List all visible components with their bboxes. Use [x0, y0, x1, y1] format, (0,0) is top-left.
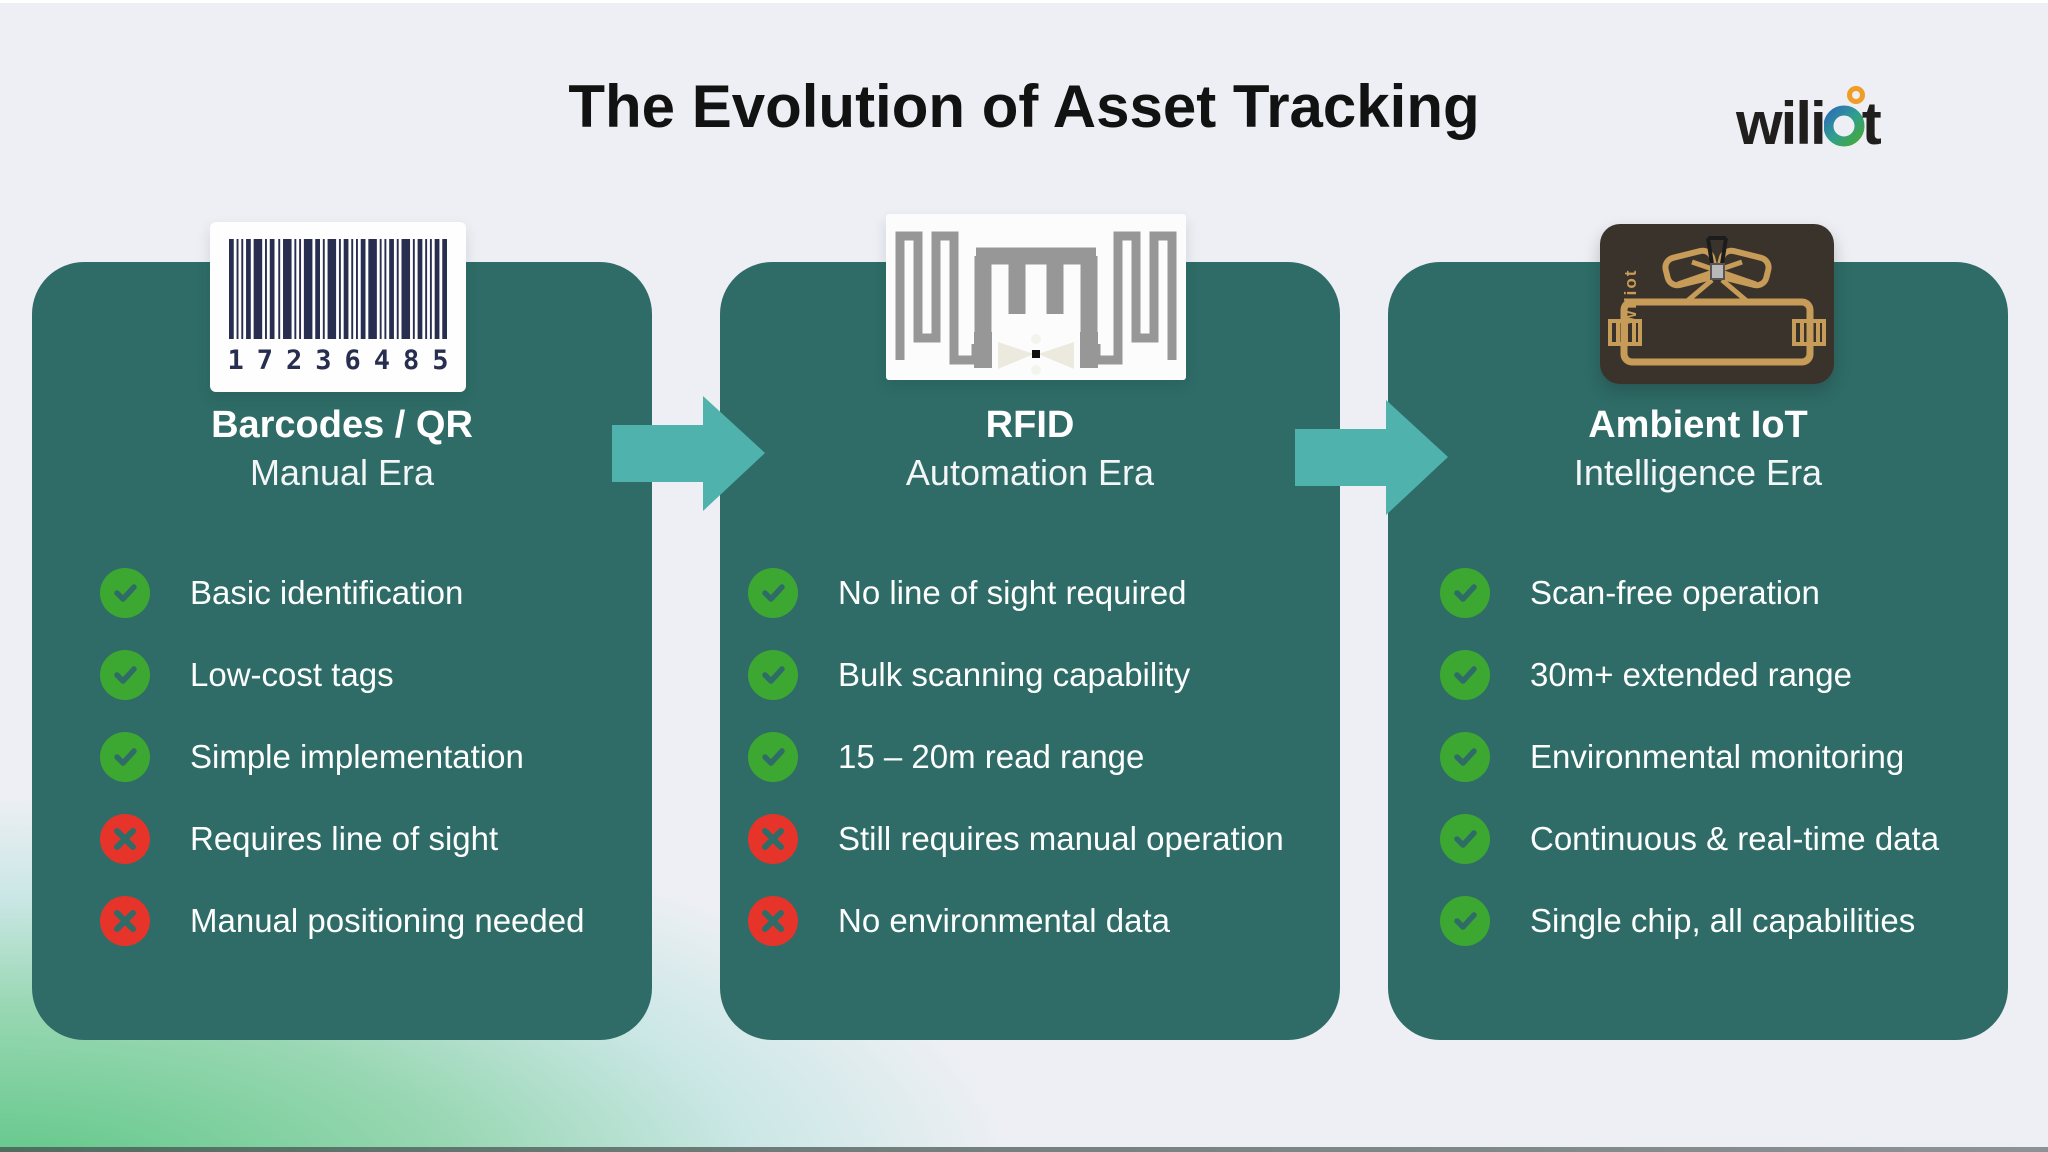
card-era: Manual Era: [249, 452, 435, 493]
card-header: Ambient IoT Intelligence Era: [1388, 402, 2008, 498]
card-barcodes-qr: Barcodes / QR Manual Era Basic identific…: [32, 262, 652, 1040]
cross-icon: [100, 814, 150, 864]
cross-icon: [100, 896, 150, 946]
barcode-number: 17236485: [227, 344, 462, 376]
rfid-antenna-icon: [895, 231, 1177, 375]
barcode-bars-icon: [229, 238, 447, 339]
logo-o-icon: [1823, 86, 1865, 147]
feature-item: Continuous & real-time data: [1440, 814, 2008, 864]
card-rfid: RFID Automation Era No line of sight req…: [720, 262, 1340, 1040]
card-header: Barcodes / QR Manual Era: [32, 402, 652, 498]
feature-item: Basic identification: [100, 568, 652, 618]
page-title: The Evolution of Asset Tracking: [568, 73, 1480, 140]
feature-item: Single chip, all capabilities: [1440, 896, 2008, 946]
card-title: Barcodes / QR: [211, 404, 473, 446]
card-title: RFID: [985, 404, 1075, 446]
logo-text-left: wili: [1736, 89, 1827, 157]
card-era: Automation Era: [905, 452, 1155, 493]
check-icon: [100, 568, 150, 618]
feature-item: 30m+ extended range: [1440, 650, 2008, 700]
feature-item: 15 – 20m read range: [748, 732, 1340, 782]
check-icon: [748, 568, 798, 618]
feature-item: No line of sight required: [748, 568, 1340, 618]
card-era: Intelligence Era: [1573, 452, 1823, 493]
check-icon: [748, 732, 798, 782]
feature-item: Requires line of sight: [100, 814, 652, 864]
feature-item: No environmental data: [748, 896, 1340, 946]
check-icon: [748, 650, 798, 700]
feature-item: Low-cost tags: [100, 650, 652, 700]
feature-item: Environmental monitoring: [1440, 732, 2008, 782]
card-header: RFID Automation Era: [720, 402, 1340, 498]
feature-list: Scan-free operation 30m+ extended range …: [1388, 568, 2008, 978]
cross-icon: [748, 896, 798, 946]
cross-icon: [748, 814, 798, 864]
check-icon: [1440, 814, 1490, 864]
check-icon: [100, 732, 150, 782]
logo-text-right: t: [1861, 89, 1882, 157]
arrow-right-icon: [1295, 400, 1448, 515]
check-icon: [1440, 568, 1490, 618]
logo-degree-icon: [1846, 86, 1865, 104]
wiliot-pixel-tag-image: wiliot: [1600, 224, 1834, 384]
feature-item: Scan-free operation: [1440, 568, 2008, 618]
check-icon: [1440, 896, 1490, 946]
wiliot-logo: wili t: [1736, 70, 1882, 157]
feature-list: Basic identification Low-cost tags Simpl…: [32, 568, 652, 978]
top-divider: [0, 0, 2048, 3]
arrow-right-icon: [612, 396, 765, 511]
iot-pixel-icon: wiliot: [1600, 224, 1834, 384]
feature-item: Manual positioning needed: [100, 896, 652, 946]
card-ambient-iot: Ambient IoT Intelligence Era Scan-free o…: [1388, 262, 2008, 1040]
check-icon: [100, 650, 150, 700]
barcode-image: 17236485: [210, 222, 466, 392]
feature-list: No line of sight required Bulk scanning …: [720, 568, 1340, 978]
check-icon: [1440, 732, 1490, 782]
check-icon: [1440, 650, 1490, 700]
feature-item: Still requires manual operation: [748, 814, 1340, 864]
feature-item: Simple implementation: [100, 732, 652, 782]
card-title: Ambient IoT: [1588, 404, 1808, 446]
feature-item: Bulk scanning capability: [748, 650, 1340, 700]
rfid-tag-image: [886, 214, 1186, 380]
bottom-edge-strip: [0, 1147, 2048, 1152]
